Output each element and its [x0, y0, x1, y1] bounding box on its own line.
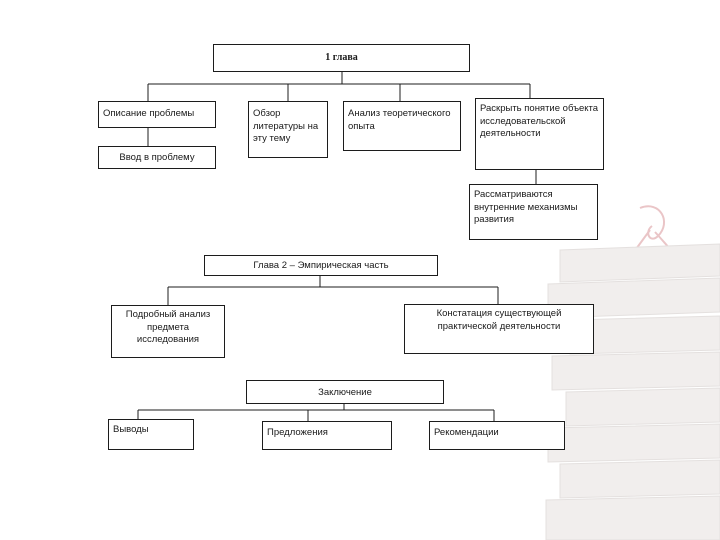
intro-problem-label: Ввод в проблему	[119, 152, 195, 163]
theory-analysis-label: Анализ теоретического опыта	[348, 108, 451, 132]
conclusion-title-box: Заключение	[246, 380, 444, 404]
book	[559, 459, 720, 499]
problem-description-label: Описание проблемы	[103, 108, 195, 119]
chapter2-title-box: Глава 2 – Эмпирическая часть	[204, 255, 438, 276]
book	[547, 423, 720, 463]
internal-mechanisms-box: Рассматриваются внутренние механизмы раз…	[469, 184, 598, 240]
detailed-analysis-box: Подробный анализ предмета исследования	[111, 305, 225, 358]
practice-statement-label: Констатация существующей практической де…	[436, 308, 562, 332]
book	[551, 351, 720, 391]
proposals-label: Предложения	[267, 427, 328, 438]
theory-analysis-box: Анализ теоретического опыта	[343, 101, 461, 151]
findings-label: Выводы	[113, 424, 149, 435]
chapter1-title-box: 1 глава	[213, 44, 470, 72]
reveal-concept-label: Раскрыть понятие объекта исследовательск…	[480, 103, 599, 139]
literature-review-box: Обзор литературы на эту тему	[248, 101, 328, 158]
reveal-concept-box: Раскрыть понятие объекта исследовательск…	[475, 98, 604, 170]
proposals-box: Предложения	[262, 421, 392, 450]
problem-description-box: Описание проблемы	[98, 101, 216, 128]
practice-statement-box: Констатация существующей практической де…	[404, 304, 594, 354]
literature-review-label: Обзор литературы на эту тему	[253, 108, 319, 144]
findings-box: Выводы	[108, 419, 194, 450]
chapter2-title: Глава 2 – Эмпирическая часть	[253, 260, 389, 271]
book	[545, 495, 720, 540]
intro-problem-box: Ввод в проблему	[98, 146, 216, 169]
recommendations-box: Рекомендации	[429, 421, 565, 450]
internal-mechanisms-label: Рассматриваются внутренние механизмы раз…	[474, 189, 578, 225]
recommendations-label: Рекомендации	[434, 427, 499, 438]
book	[565, 387, 720, 427]
conclusion-title: Заключение	[318, 387, 372, 398]
book	[559, 243, 720, 283]
chapter1-title: 1 глава	[325, 52, 358, 63]
detailed-analysis-label: Подробный анализ предмета исследования	[125, 309, 211, 345]
